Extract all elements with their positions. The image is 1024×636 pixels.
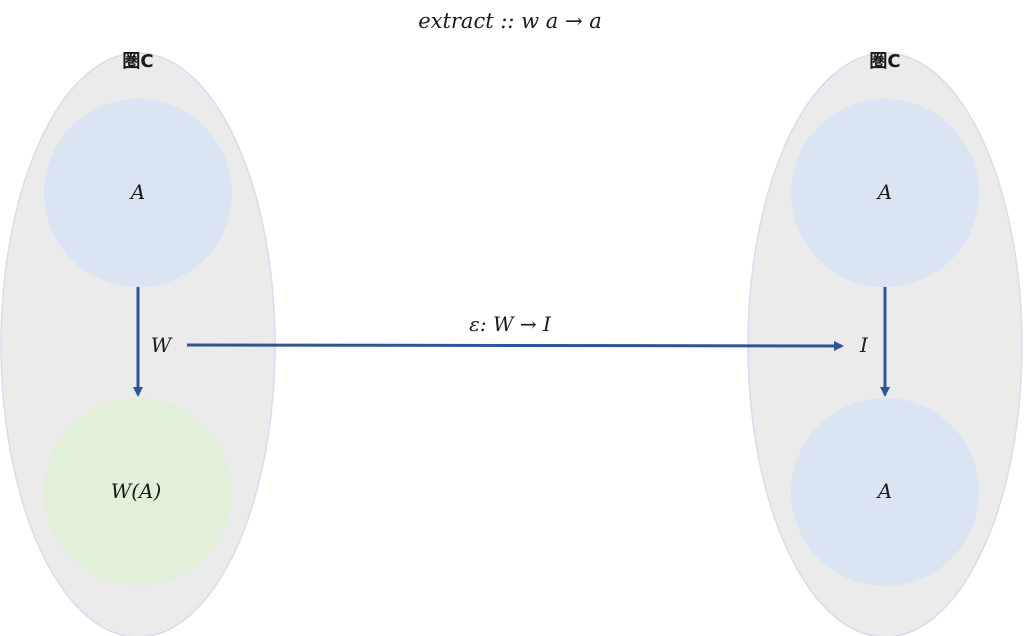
left-object-wa-node (44, 398, 232, 586)
left-category-label: 圏C (122, 51, 153, 72)
left-object-wa-label: W(A) (111, 479, 162, 503)
title-formula: extract :: w a → a (418, 9, 602, 33)
left-object-a-node (44, 99, 232, 287)
natural-transformation-arrow (186, 340, 844, 351)
right-category-label: 圏C (869, 51, 900, 72)
functor-w-label: W (151, 333, 173, 357)
right-object-a-top-node (791, 99, 979, 287)
right-object-a-bottom-node (791, 398, 979, 586)
right-object-a-bottom-label: A (876, 479, 892, 503)
natural-transformation-label: ε: W → I (469, 312, 552, 336)
right-object-a-top-label: A (876, 180, 892, 204)
functor-i-label: I (859, 333, 869, 357)
left-object-a-label: A (129, 180, 145, 204)
